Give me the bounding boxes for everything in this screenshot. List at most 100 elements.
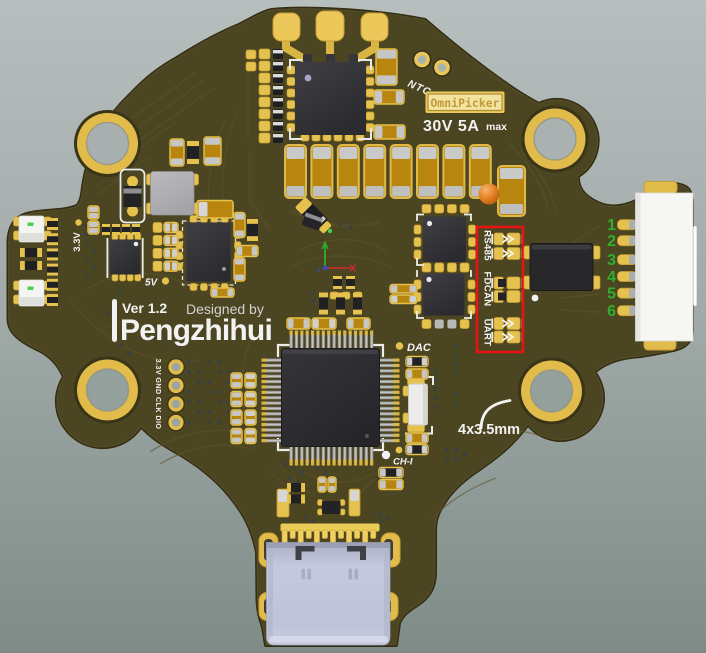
usb-pin bbox=[305, 529, 312, 539]
chip-pad bbox=[459, 319, 470, 329]
solder-pad bbox=[317, 508, 323, 516]
led-glow bbox=[27, 222, 34, 226]
capacitor bbox=[163, 260, 179, 272]
resistor bbox=[47, 233, 58, 246]
capacitor bbox=[210, 287, 235, 298]
mcu-pin bbox=[327, 335, 331, 350]
mcu-pin bbox=[261, 406, 268, 411]
mcu-pin bbox=[310, 330, 315, 337]
mcu-pin bbox=[393, 363, 400, 368]
rating-max-label: max bbox=[486, 121, 507, 133]
chip-body bbox=[422, 273, 465, 316]
silkscreen-tick bbox=[491, 291, 494, 302]
mcu-pin bbox=[289, 446, 293, 461]
mcu-pin bbox=[353, 459, 358, 466]
mcu-pin bbox=[261, 428, 268, 432]
mcu-pin bbox=[379, 428, 395, 432]
fdcan-label: FDCAN bbox=[482, 271, 493, 306]
mcu-pin bbox=[310, 459, 315, 466]
mcu-pin bbox=[316, 335, 320, 350]
mcu-pin bbox=[261, 433, 268, 437]
pin-number: 1 bbox=[607, 217, 616, 234]
connector-pin bbox=[617, 254, 637, 266]
usb-pin bbox=[281, 529, 288, 544]
led-shade bbox=[20, 297, 43, 305]
mcu-pin bbox=[266, 422, 282, 427]
capacitor bbox=[378, 478, 404, 491]
ntc-pads bbox=[412, 49, 452, 78]
chip-pad bbox=[126, 273, 134, 282]
mcu-pin bbox=[321, 330, 325, 337]
mcu-pin bbox=[261, 363, 268, 368]
mcu-pin bbox=[261, 417, 268, 421]
mount-hole-bottom-right bbox=[518, 357, 585, 425]
capacitor bbox=[163, 234, 179, 247]
bulk-capacitor bbox=[389, 144, 413, 199]
mcu-pin bbox=[266, 369, 282, 373]
led-glow bbox=[27, 286, 34, 290]
swd-header: 3.3V GND CLK DIO bbox=[154, 358, 185, 432]
rating-label: 30V 5A bbox=[423, 118, 479, 135]
mcu-pin bbox=[300, 330, 304, 337]
mcu-pin bbox=[359, 459, 363, 466]
bulk-capacitor bbox=[497, 165, 526, 217]
chip-pad bbox=[459, 262, 470, 273]
mcu-pin bbox=[359, 335, 363, 350]
chip-pad bbox=[413, 237, 422, 247]
resistor bbox=[112, 224, 120, 235]
mcu-pin bbox=[316, 330, 320, 337]
solder-pad bbox=[152, 222, 163, 233]
power-inductor bbox=[146, 171, 199, 216]
pin-number: 4 bbox=[607, 269, 616, 286]
testpoint-white bbox=[531, 294, 539, 302]
resistor bbox=[102, 224, 110, 235]
mcu-pin bbox=[348, 459, 352, 466]
solder-pad bbox=[339, 499, 346, 506]
orange-led bbox=[478, 183, 500, 205]
crystal-body bbox=[408, 383, 428, 426]
mcu-pin bbox=[379, 412, 395, 416]
resistor bbox=[20, 248, 42, 257]
mcu-pin bbox=[370, 459, 374, 466]
esd-chip bbox=[322, 501, 341, 514]
capacitor bbox=[244, 427, 257, 445]
usb-body bbox=[266, 542, 391, 646]
resistor bbox=[47, 294, 58, 306]
mcu-pin bbox=[261, 369, 268, 373]
capacitor bbox=[373, 89, 405, 105]
usb-pin bbox=[297, 529, 304, 544]
chip-pad bbox=[468, 224, 476, 235]
mcu-pin bbox=[348, 330, 352, 337]
solder-pad bbox=[258, 120, 271, 132]
silkscreen-bracket bbox=[416, 213, 472, 266]
usb-shade-left bbox=[268, 548, 273, 640]
pin1-marker bbox=[222, 267, 226, 271]
mcu-pin bbox=[393, 406, 400, 411]
mcu-pin bbox=[294, 446, 299, 461]
mcu-pin bbox=[393, 401, 400, 405]
mcu-pin bbox=[393, 439, 400, 443]
mcu-pin bbox=[359, 446, 363, 461]
mcu-pin bbox=[261, 390, 268, 394]
chip-pad bbox=[447, 319, 457, 329]
bulk-capacitor bbox=[336, 144, 360, 199]
resistor bbox=[319, 292, 328, 315]
solder-pad bbox=[245, 49, 257, 60]
mcu-pin bbox=[393, 369, 400, 373]
capacitor bbox=[405, 368, 429, 380]
green-led-dot bbox=[327, 228, 333, 234]
mcu-pin bbox=[266, 396, 282, 400]
mcu-pin bbox=[266, 417, 282, 421]
can-transceiver bbox=[413, 270, 476, 329]
chip-pad bbox=[413, 249, 422, 260]
jumper-pad bbox=[506, 276, 521, 290]
silkscreen-bar bbox=[112, 299, 117, 342]
resistor bbox=[273, 85, 283, 95]
usb-pin bbox=[370, 529, 377, 539]
power-trace bbox=[352, 40, 379, 64]
chip-pin bbox=[349, 54, 358, 62]
small-component bbox=[301, 212, 323, 231]
capacitor bbox=[311, 317, 337, 330]
capacitor bbox=[169, 138, 185, 167]
silkscreen-bracket bbox=[416, 270, 472, 319]
